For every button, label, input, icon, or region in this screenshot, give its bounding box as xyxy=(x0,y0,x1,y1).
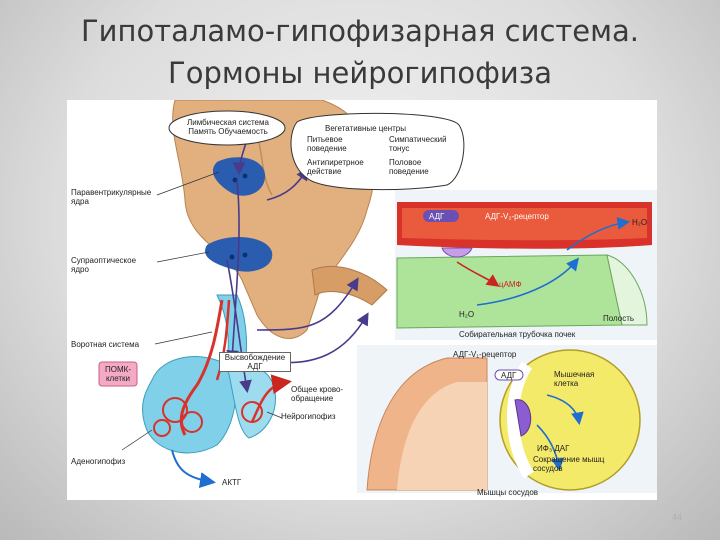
collecting-duct-wall xyxy=(396,254,623,329)
vessel-wall-inner xyxy=(397,382,487,490)
adh-release-label: Высвобождение АДГ xyxy=(219,352,291,372)
neurohypophysis-label: Нейрогипофиз xyxy=(281,412,336,421)
diagram-figure: Лимбическая система Память Обучаемость В… xyxy=(67,100,657,500)
contraction-line-2: сосудов xyxy=(533,464,563,473)
vessel-muscles-label: Мышцы сосудов xyxy=(477,488,539,497)
adh-to-kidney xyxy=(256,277,359,331)
limbic-bubble xyxy=(168,110,286,146)
vegetative-bubble xyxy=(290,112,465,191)
kidney-blood-vessel-inner xyxy=(402,208,647,241)
adh-v2-label: АДГ-V₂-рецептор xyxy=(485,212,549,221)
acth-arrow xyxy=(171,449,216,489)
sympathetic-line-1: Симпатический xyxy=(389,135,447,144)
adenohypophysis-lobe xyxy=(142,356,237,454)
circulation-vessel xyxy=(250,374,292,423)
pomc-line-2: клетки xyxy=(105,374,131,383)
adh-release-line-1: Высвобождение xyxy=(224,353,286,362)
pomc-cells-box xyxy=(98,361,138,387)
circulation-line-2: обращение xyxy=(291,394,334,403)
camp-label: цАМФ xyxy=(499,280,522,289)
limbic-label: Лимбическая система Память Обучаемость xyxy=(172,118,284,136)
sexual-line-1: Половое xyxy=(389,158,422,167)
adh-tag-vessel xyxy=(494,369,524,381)
neurohypophysis-lobe xyxy=(226,363,276,439)
leader-paraventricular xyxy=(156,171,220,196)
drinking-line-1: Питьевое xyxy=(307,135,343,144)
limbic-line-1: Лимбическая система xyxy=(187,118,269,127)
paraventricular-label: Паравентрикулярные ядра xyxy=(71,188,151,206)
title-line-2: Гормоны нейрогипофиза xyxy=(168,56,552,90)
supraoptic-line-2: ядро xyxy=(71,265,89,274)
capillary-loop-1 xyxy=(162,397,188,423)
pomc-line-1: ПОМК- xyxy=(105,365,131,374)
adh-tag-vessel-label: АДГ xyxy=(501,371,517,380)
muscle-cell-line-1: Мышечная xyxy=(554,370,595,379)
sexual-behavior-label: Половое поведение xyxy=(389,158,429,176)
contraction-line-1: Сокращение мышц xyxy=(533,455,605,464)
supraoptic-line-1: Супраоптическое xyxy=(71,256,137,265)
title-line-1: Гипоталамо-гипофизарная система. xyxy=(80,14,640,48)
capillary-loop-3 xyxy=(153,419,171,437)
adh-tag-kidney xyxy=(423,210,459,222)
h2o-right-label: H₂O xyxy=(632,218,648,227)
sympathetic-tone-label: Симпатический тонус xyxy=(389,135,447,153)
leader-neurohypophysis xyxy=(266,411,283,419)
paraventricular-nucleus xyxy=(212,157,266,196)
leader-supraoptic xyxy=(156,251,210,263)
collecting-duct-lumen xyxy=(606,254,648,326)
axon-supraoptic xyxy=(226,259,252,394)
lumen-label: Полость xyxy=(603,314,635,323)
h2o-left-label: H₂O xyxy=(459,310,475,319)
v2-receptor xyxy=(441,247,473,258)
supraoptic-label: Супраоптическое ядро xyxy=(71,256,136,274)
muscle-cell-line-2: клетка xyxy=(554,379,579,388)
antipyretic-line-2: действие xyxy=(307,167,342,176)
sympathetic-line-2: тонус xyxy=(389,144,410,153)
neuron-body-3 xyxy=(229,254,235,260)
paraventricular-line-1: Паравентрикулярные xyxy=(71,188,152,197)
water-reabsorption-arrow xyxy=(566,217,631,251)
vegetative-title: Вегетативные центры xyxy=(325,124,407,133)
v1-receptor xyxy=(514,399,532,437)
acth-label: АКТГ xyxy=(222,478,242,487)
drinking-behavior-label: Питьевое поведение xyxy=(307,135,347,153)
antipyretic-line-1: Антипиретрное xyxy=(307,158,364,167)
water-from-lumen-arrow xyxy=(476,257,580,306)
adenohypophysis-label: Аденогипофиз xyxy=(71,457,126,466)
camp-arrow xyxy=(456,261,500,287)
muscle-arrow-2 xyxy=(546,394,584,426)
limbic-line-2: Память Обучаемость xyxy=(188,127,268,136)
muscle-arrow-1 xyxy=(536,424,564,472)
circulation-label: Общее крово- обращение xyxy=(291,385,343,403)
paraventricular-line-2: ядра xyxy=(71,197,89,206)
adh-tag-label: АДГ xyxy=(429,212,445,221)
page-number: 44 xyxy=(671,512,682,522)
ip3-dag-label: ИФ₃ ДАГ xyxy=(537,444,570,453)
adh-release-line-2: АДГ xyxy=(247,362,263,371)
leader-adenohypophysis xyxy=(121,429,153,451)
neuron-body-2 xyxy=(242,173,248,179)
adh-v1-label: АДГ-V₁-рецептор xyxy=(453,350,517,359)
optic-chiasm xyxy=(311,266,388,306)
diagram-illustration xyxy=(98,100,657,493)
leader-portal xyxy=(154,331,213,345)
portal-system-label: Воротная система xyxy=(71,340,140,349)
antipyretic-label: Антипиретрное действие xyxy=(307,158,364,176)
portal-vessel-2 xyxy=(215,299,231,381)
pomc-label: ПОМК- клетки xyxy=(99,365,137,383)
sexual-line-2: поведение xyxy=(389,167,429,176)
neuron-body-1 xyxy=(232,177,238,183)
contraction-label: Сокращение мышц сосудов xyxy=(533,455,604,473)
axon-paraventricular xyxy=(226,179,240,364)
neuron-body-4 xyxy=(242,252,248,258)
muscle-cell-zoom xyxy=(499,349,641,491)
slide-title: Гипоталамо-гипофизарная система. Гормоны… xyxy=(0,10,720,94)
circulation-line-1: Общее крово- xyxy=(291,385,344,394)
muscle-cell-label: Мышечная клетка xyxy=(554,370,594,388)
collecting-duct-label: Собирательная трубочка почек xyxy=(459,330,576,339)
capillary-loop-2 xyxy=(181,411,203,433)
drinking-line-2: поведение xyxy=(307,144,347,153)
